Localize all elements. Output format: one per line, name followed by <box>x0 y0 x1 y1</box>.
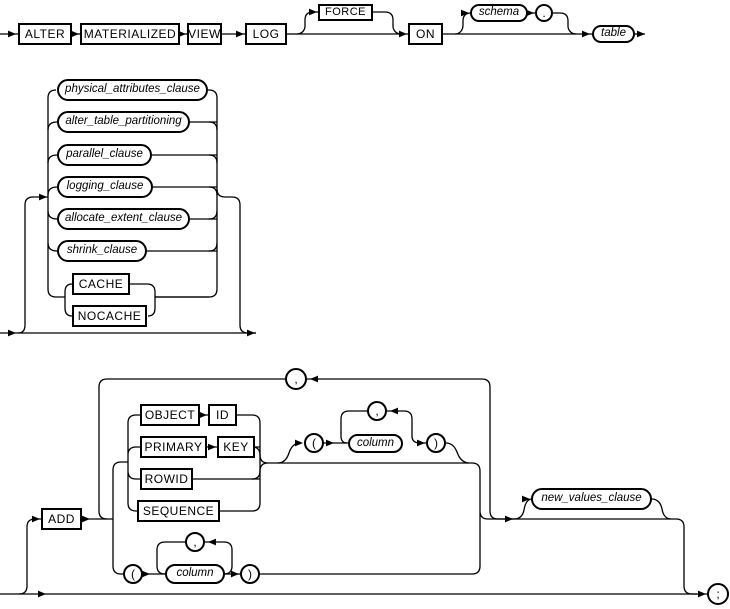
connector-line <box>553 12 577 35</box>
connector-line <box>47 121 58 252</box>
arrowhead-icon <box>142 570 150 578</box>
arrowhead-icon <box>390 407 398 415</box>
arrowhead-icon <box>38 590 46 598</box>
arrowhead-icon <box>326 439 334 447</box>
connector-line <box>112 461 128 575</box>
connector-line <box>251 446 261 480</box>
connector-line <box>296 11 318 35</box>
connector-line <box>127 414 140 512</box>
connector-line <box>259 454 481 472</box>
arrowhead-icon <box>417 439 425 447</box>
arrowhead-icon <box>698 590 706 598</box>
connector-line <box>147 89 218 252</box>
connector-line <box>47 89 65 298</box>
arrowhead-icon <box>295 439 303 447</box>
arrowhead-icon <box>32 515 40 523</box>
connector-line <box>18 518 41 595</box>
connector-line <box>208 121 218 252</box>
connector-line <box>651 498 672 520</box>
arrowhead-icon <box>8 30 16 38</box>
arrowhead-icon <box>526 9 534 17</box>
arrowhead-icon <box>582 30 590 38</box>
connector-line <box>64 283 73 317</box>
connector-line <box>307 378 514 520</box>
arrowhead-icon <box>505 515 513 523</box>
arrowhead-icon <box>8 329 16 337</box>
arrowhead-icon <box>71 30 79 38</box>
connector-line <box>445 442 470 464</box>
arrowhead-icon <box>39 193 47 201</box>
connector-line <box>156 541 233 575</box>
arrowhead-icon <box>310 375 318 383</box>
arrowhead-icon <box>461 9 469 17</box>
arrowhead-icon <box>522 495 530 503</box>
connector-line <box>155 98 218 298</box>
arrowhead-icon <box>637 30 645 38</box>
connector-line <box>454 12 472 35</box>
arrowhead-icon <box>82 515 90 523</box>
arrowhead-icon <box>208 443 216 451</box>
arrowhead-icon <box>178 30 186 38</box>
arrowhead-icon <box>247 329 255 337</box>
connector-line <box>373 11 402 35</box>
arrowhead-icon <box>399 30 407 38</box>
connector-line <box>277 442 301 464</box>
connector-line <box>130 283 209 317</box>
connector-line <box>193 414 261 512</box>
arrowhead-icon <box>199 411 207 419</box>
connector-line <box>216 188 256 334</box>
arrowhead-icon <box>309 8 317 16</box>
connector-line <box>471 471 489 575</box>
connector-line <box>17 196 48 334</box>
arrowhead-icon <box>208 538 216 546</box>
connector-line <box>340 410 426 444</box>
connector-line <box>675 518 697 595</box>
arrowhead-icon <box>231 570 239 578</box>
connector-line <box>513 498 533 520</box>
arrowhead-icon <box>236 30 244 38</box>
connector-line <box>98 378 285 520</box>
